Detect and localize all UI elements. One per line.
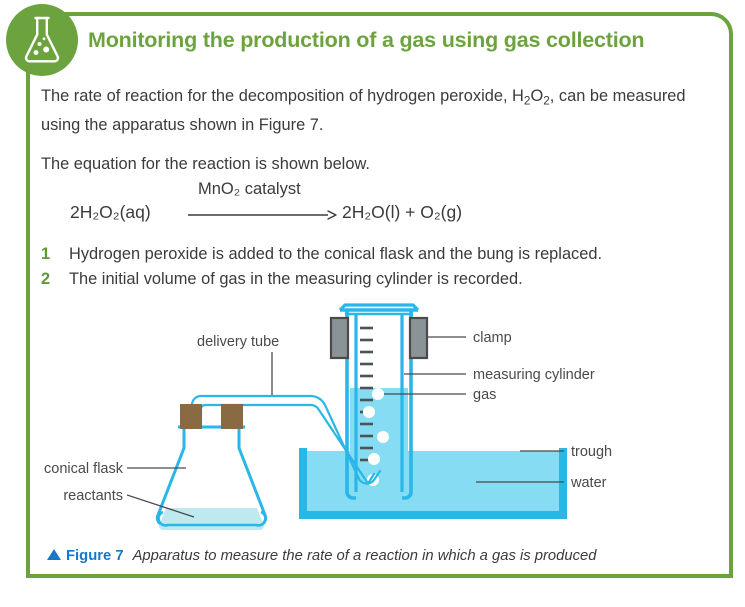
trough-water-fill (303, 451, 563, 515)
figure-caption: Figure 7 Apparatus to measure the rate of… (47, 548, 727, 564)
flask-base-curve (157, 510, 267, 527)
label-delivery-tube: delivery tube (197, 334, 279, 350)
intro-paragraph-1: The rate of reaction for the decompositi… (41, 84, 691, 138)
cylinder-outer-left (345, 310, 356, 500)
intro-p1-part-a: The rate of reaction for the decompositi… (41, 87, 524, 105)
intro-p1-part-b: O (530, 87, 544, 105)
label-measuring-cylinder: measuring cylinder (473, 367, 595, 383)
label-reactants: reactants (63, 488, 123, 504)
triangle-up-icon (47, 549, 61, 560)
intro-p1-sub-2: 2 (543, 93, 550, 108)
list-item-number: 2 (41, 270, 51, 288)
equation-products: 2H₂O(l) + O₂(g) (342, 202, 463, 222)
figure-caption-text: Apparatus to measure the rate of a react… (132, 548, 597, 564)
equation-condition: MnO₂ catalyst (198, 180, 301, 198)
intro-p1-part-c: , can be measured using the apparatus sh… (41, 87, 686, 135)
page-title: Monitoring the production of a gas using… (88, 28, 645, 52)
figure-label: Figure 7 (66, 548, 124, 564)
intro-paragraph-2: The equation for the reaction is shown b… (41, 155, 370, 173)
equation-reactants: 2H₂O₂(aq) (70, 202, 151, 222)
cylinder-water-fill (350, 388, 408, 515)
label-trough: trough (571, 444, 612, 460)
label-clamp: clamp (473, 330, 512, 346)
clamp-block-right (408, 316, 429, 360)
label-water: water (570, 475, 607, 491)
intro-p1-sub-1: 2 (523, 93, 531, 108)
cylinder-rim-flare (338, 303, 420, 312)
list-item-label: The initial volume of gas in the measuri… (69, 270, 523, 288)
bung-left (180, 404, 202, 429)
label-conical-flask: conical flask (44, 461, 124, 477)
conical-flask-icon (6, 4, 78, 76)
leader-lines (126, 336, 564, 518)
chemical-equation: 2H₂O₂(aq) MnO₂ catalyst 2H₂O(l) + O₂(g) (70, 180, 630, 234)
cylinder-outer-right (402, 310, 413, 500)
label-gas: gas (473, 387, 496, 403)
diagram-labels: delivery tube clamp measuring cylinder g… (44, 330, 612, 504)
clamp-block-left (329, 316, 350, 360)
list-item-label: Hydrogen peroxide is added to the conica… (69, 245, 603, 263)
apparatus-diagram: delivery tube clamp measuring cylinder g… (26, 296, 733, 541)
bung-right (221, 404, 243, 429)
list-item-number: 1 (41, 245, 51, 263)
arrow-right-icon (188, 210, 337, 220)
